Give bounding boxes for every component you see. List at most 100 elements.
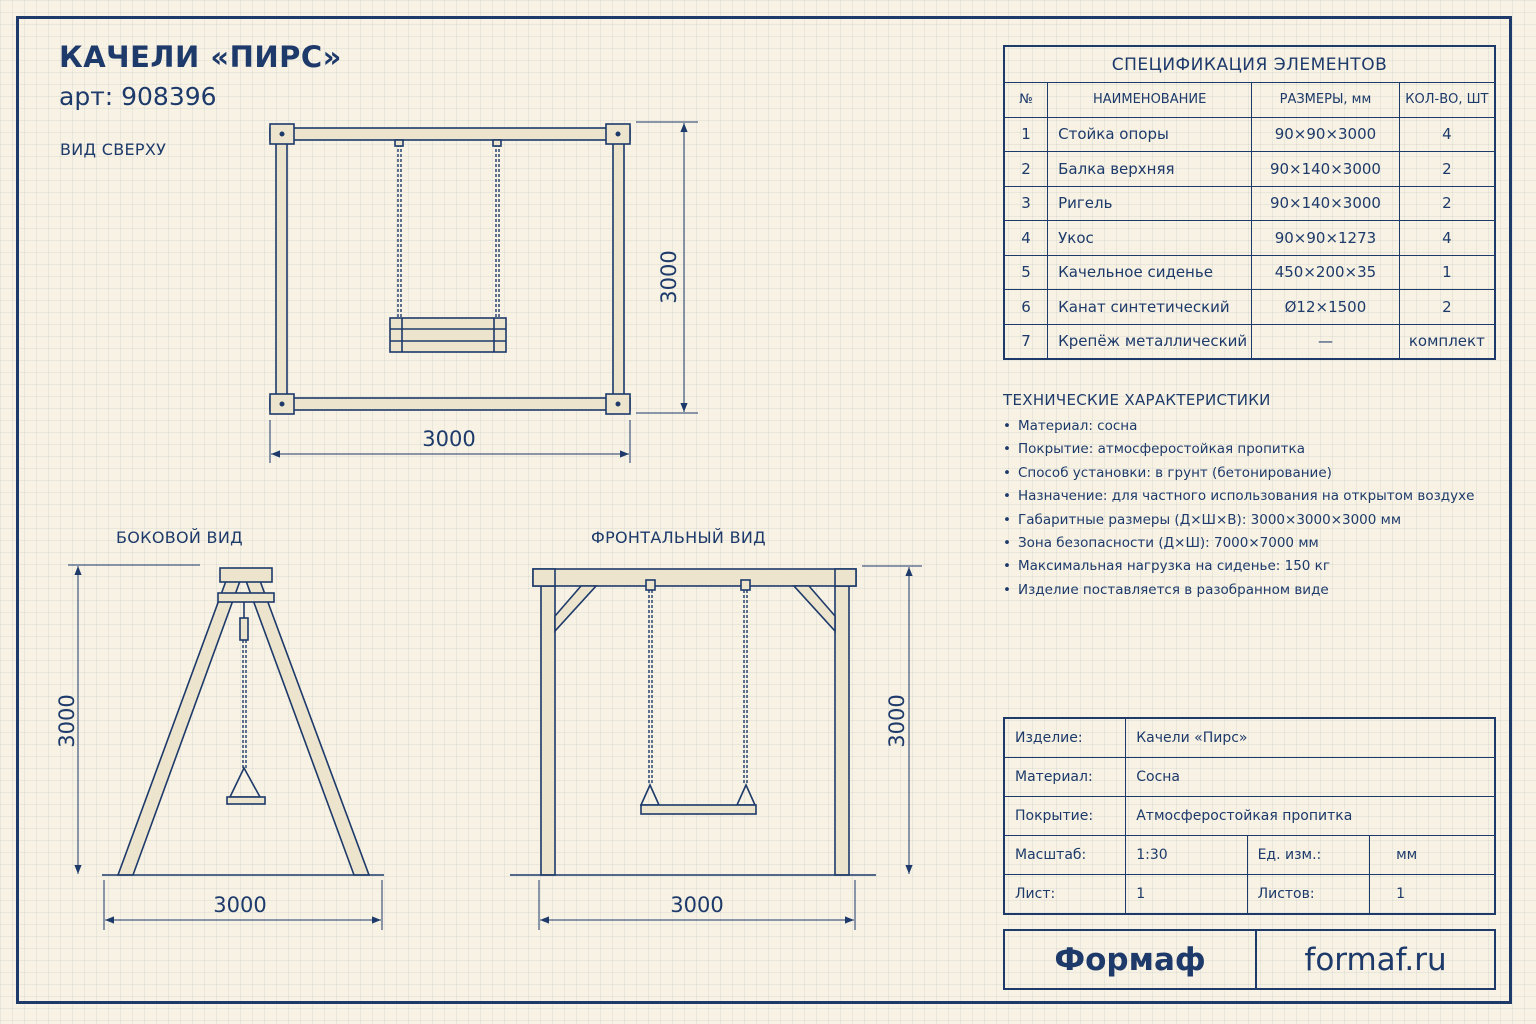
- a-frame-leg-right: [240, 569, 371, 876]
- front-seat-hanger: [735, 783, 757, 806]
- stamp-unit: мм: [1369, 835, 1496, 875]
- spec-name: Стойка опоры: [1047, 116, 1253, 152]
- rope-hook: [740, 579, 751, 591]
- spec-name: Канат синтетический: [1047, 289, 1253, 325]
- rope-hook: [645, 579, 656, 591]
- spec-header-size: РАЗМЕРЫ, мм: [1251, 82, 1400, 118]
- rope-hook: [492, 139, 502, 147]
- spec-size: —: [1251, 323, 1400, 360]
- top-view-ropes: [397, 144, 500, 318]
- spec-num: 7: [1003, 323, 1049, 360]
- spec-name: Качельное сиденье: [1047, 254, 1253, 290]
- top-view-seat: [389, 317, 507, 353]
- spec-header-row: № НАИМЕНОВАНИЕ РАЗМЕРЫ, мм КОЛ-ВО, ШТ: [1003, 82, 1496, 118]
- stamp-label: Изделие:: [1003, 717, 1127, 758]
- dimension-labels: 3000 3000 3000 3000 3000 3000: [55, 250, 909, 917]
- front-seat-hanger: [639, 783, 661, 806]
- bolt-marks: [279, 131, 621, 407]
- front-brace-right: [792, 585, 836, 634]
- table-row: 2 Балка верхняя 90×140×3000 2: [1003, 151, 1496, 187]
- top-beam-back: [269, 127, 631, 141]
- front-post-right: [834, 582, 850, 876]
- brand-block: Формаф formaf.ru: [1003, 929, 1496, 990]
- spec-name: Крепёж металлический: [1047, 323, 1253, 360]
- table-row: Масштаб: 1:30 Ед. изм.: мм: [1003, 835, 1496, 875]
- stamp-label: Ед. изм.:: [1246, 835, 1371, 875]
- spec-num: 3: [1003, 185, 1049, 221]
- front-height-dimension: 3000: [885, 694, 909, 747]
- spec-num: 5: [1003, 254, 1049, 290]
- stamp-label: Листов:: [1246, 874, 1371, 915]
- spec-size: 90×90×3000: [1251, 116, 1400, 152]
- side-view-rope: [242, 640, 247, 768]
- top-view-label: ВИД СВЕРХУ: [60, 140, 167, 159]
- side-crossbar: [217, 592, 275, 603]
- side-height-dimension: 3000: [55, 694, 79, 747]
- specification-table: СПЕЦИФИКАЦИЯ ЭЛЕМЕНТОВ № НАИМЕНОВАНИЕ РА…: [1003, 45, 1496, 360]
- table-row: Материал: Сосна: [1003, 757, 1496, 797]
- front-post-left: [540, 582, 556, 876]
- stamp-sheet: 1: [1125, 874, 1248, 915]
- spec-qty: 2: [1398, 151, 1496, 187]
- spec-num: 4: [1003, 220, 1049, 256]
- top-depth-dimension: 3000: [657, 250, 681, 303]
- front-seat: [640, 804, 757, 815]
- brand-website: formaf.ru: [1304, 941, 1447, 978]
- table-row: 7 Крепёж металлический — комплект: [1003, 323, 1496, 360]
- spec-qty: 4: [1398, 220, 1496, 256]
- spec-name: Ригель: [1047, 185, 1253, 221]
- table-row: 3 Ригель 90×140×3000 2: [1003, 185, 1496, 221]
- spec-size: Ø12×1500: [1251, 289, 1400, 325]
- front-view: [510, 568, 876, 876]
- drawing-frame: [16, 16, 1512, 1004]
- spec-header-num: №: [1003, 82, 1049, 118]
- article-number: арт: 908396: [59, 82, 217, 111]
- table-row: 4 Укос 90×90×1273 4: [1003, 220, 1496, 256]
- spec-qty: 1: [1398, 254, 1496, 290]
- table-row: 1 Стойка опоры 90×90×3000 4: [1003, 116, 1496, 152]
- spec-size: 450×200×35: [1251, 254, 1400, 290]
- side-width-dimension: 3000: [213, 893, 266, 917]
- stamp-product: Качели «Пирс»: [1125, 717, 1496, 758]
- top-width-dimension: 3000: [422, 427, 475, 451]
- spec-name: Балка верхняя: [1047, 151, 1253, 187]
- spec-qty: 4: [1398, 116, 1496, 152]
- top-rail-right: [612, 127, 625, 411]
- stamp-label: Покрытие:: [1003, 796, 1127, 836]
- title-block: Изделие: Качели «Пирс» Материал: Сосна П…: [1003, 717, 1496, 915]
- front-top-beam: [532, 568, 857, 587]
- side-view: [102, 567, 384, 876]
- stamp-coating: Атмосферостойкая пропитка: [1125, 796, 1496, 836]
- table-row: 6 Канат синтетический Ø12×1500 2: [1003, 289, 1496, 325]
- front-width-dimension: 3000: [670, 893, 723, 917]
- front-post-cap: [834, 568, 857, 587]
- spec-qty: 2: [1398, 185, 1496, 221]
- table-row: Покрытие: Атмосферостойкая пропитка: [1003, 796, 1496, 836]
- list-item: Зона безопасности (Д×Ш): 7000×7000 мм: [1003, 533, 1474, 556]
- stamp-material: Сосна: [1125, 757, 1496, 797]
- front-post-cap: [532, 568, 556, 587]
- spec-num: 1: [1003, 116, 1049, 152]
- list-item: Материал: сосна: [1003, 416, 1474, 439]
- stamp-sheets: 1: [1369, 874, 1496, 915]
- page-title: КАЧЕЛИ «ПИРС»: [59, 40, 342, 74]
- post-corner: [269, 123, 631, 415]
- top-view: [269, 123, 631, 415]
- list-item: Способ установки: в грунт (бетонирование…: [1003, 463, 1474, 486]
- top-beam-front: [269, 397, 631, 411]
- side-rope-clamp: [239, 617, 249, 641]
- tech-list: Материал: сосна Покрытие: атмосферостойк…: [1003, 416, 1474, 603]
- spec-caption: СПЕЦИФИКАЦИЯ ЭЛЕМЕНТОВ: [1003, 45, 1496, 83]
- brand-name: Формаф: [1005, 931, 1257, 988]
- spec-num: 2: [1003, 151, 1049, 187]
- dimension-lines: [68, 121, 922, 930]
- front-view-ropes: [648, 590, 748, 785]
- list-item: Покрытие: атмосферостойкая пропитка: [1003, 439, 1474, 462]
- list-item: Габаритные размеры (Д×Ш×В): 3000×3000×30…: [1003, 510, 1474, 533]
- table-row: Изделие: Качели «Пирс»: [1003, 717, 1496, 758]
- spec-name: Укос: [1047, 220, 1253, 256]
- spec-size: 90×90×1273: [1251, 220, 1400, 256]
- side-seat-hanger: [228, 766, 262, 798]
- stamp-label: Лист:: [1003, 874, 1127, 915]
- front-view-label: ФРОНТАЛЬНЫЙ ВИД: [591, 528, 766, 547]
